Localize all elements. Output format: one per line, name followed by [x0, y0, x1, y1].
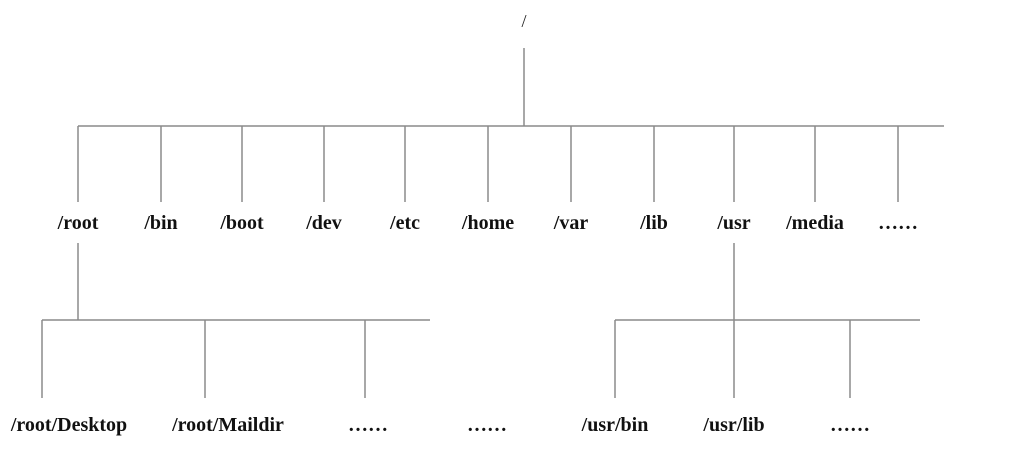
- node-usr-ellipsis: ……: [830, 414, 870, 436]
- node-boot: /boot: [220, 212, 264, 234]
- node-root-maildir: /root/Maildir: [172, 414, 284, 436]
- node-media: /media: [786, 212, 844, 234]
- node-middle-ellipsis: ……: [467, 414, 507, 436]
- node-root: /: [521, 11, 527, 31]
- node-lib: /lib: [640, 212, 668, 234]
- node-home: /home: [461, 212, 515, 234]
- node-level1-ellipsis: ……: [878, 212, 918, 234]
- node-etc: /etc: [390, 212, 420, 234]
- node-var: /var: [553, 212, 589, 234]
- node-root-dir: /root: [57, 212, 99, 234]
- node-root-desktop: /root/Desktop: [10, 414, 128, 436]
- node-dev: /dev: [306, 212, 342, 234]
- node-usr-bin: /usr/bin: [581, 414, 649, 436]
- node-usr: /usr: [717, 212, 751, 234]
- node-usr-lib: /usr/lib: [703, 414, 765, 436]
- node-bin: /bin: [144, 212, 178, 234]
- node-root-ellipsis: ……: [348, 414, 388, 436]
